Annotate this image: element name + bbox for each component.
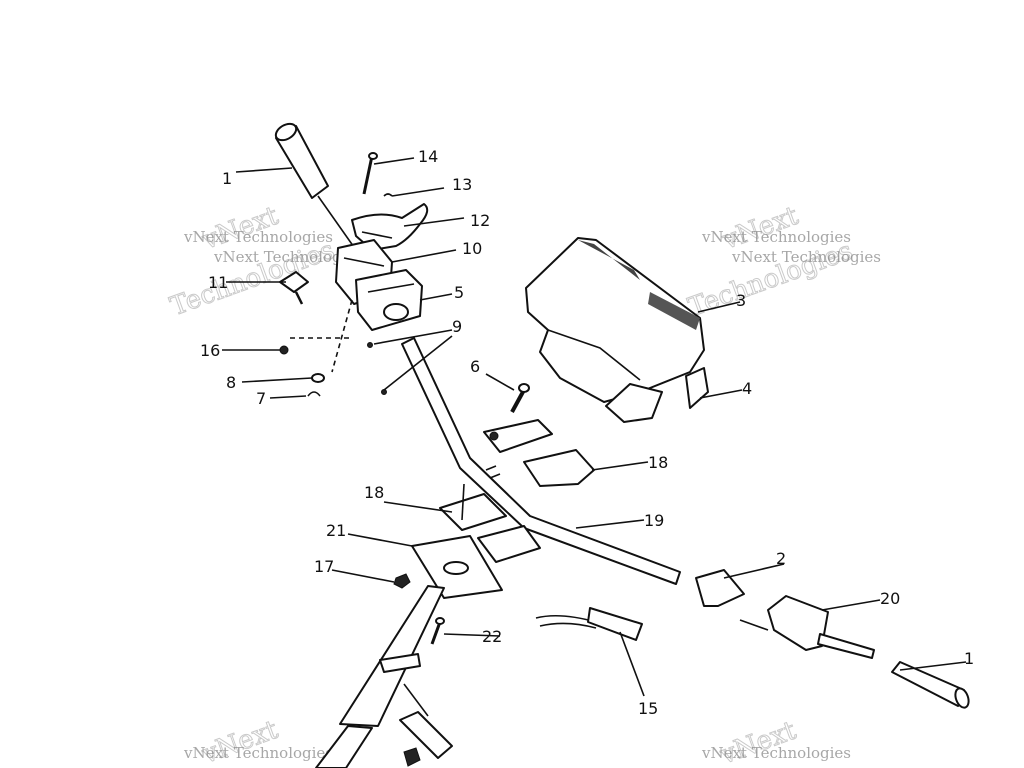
watermark-top-right: vNext vNext Technologies Technologies vN…	[684, 200, 881, 323]
clamp-block-5	[355, 269, 423, 331]
callout-14: 14	[418, 147, 438, 166]
svg-text:vNext Technologies: vNext Technologies	[183, 228, 333, 246]
svg-text:vNext Technologies: vNext Technologies	[701, 744, 851, 762]
headlight-lens-4	[605, 367, 709, 423]
watermark-bottom-right: vNext vNext Technologies	[701, 715, 851, 768]
callout-5: 5	[454, 283, 464, 302]
bolt-14	[362, 152, 378, 195]
lower-nut	[403, 747, 421, 767]
callout-15: 15	[638, 699, 658, 718]
callout-22: 22	[482, 627, 502, 646]
bracket-2	[695, 569, 745, 607]
callout-20: 20	[880, 589, 900, 608]
callout-4: 4	[742, 379, 752, 398]
mounting-plate-21	[411, 535, 503, 599]
svg-text:vNext Technologies: vNext Technologies	[731, 248, 881, 266]
callout-19: 19	[644, 511, 664, 530]
callout-11: 11	[208, 273, 228, 292]
callout-21: 21	[326, 521, 346, 540]
throttle-housing-20	[739, 595, 875, 659]
svg-text:vNext Technologies: vNext Technologies	[701, 228, 851, 246]
callout-2: 2	[776, 549, 786, 568]
steering-stem	[315, 585, 445, 768]
callout-6: 6	[470, 357, 480, 376]
cable-grip-15	[535, 607, 643, 641]
callout-labels: 1 14 13 12 10 11 5 9 16 8 7 3 4 6 18 18 …	[200, 147, 974, 718]
callout-7: 7	[256, 389, 266, 408]
callout-18-lower: 18	[364, 483, 384, 502]
clip-7	[307, 391, 321, 397]
callout-9: 9	[452, 317, 462, 336]
callout-10: 10	[462, 239, 482, 258]
nut-16	[279, 345, 289, 355]
headlight-cowl-3	[525, 237, 705, 403]
callout-16: 16	[200, 341, 220, 360]
bolt-6	[510, 383, 530, 413]
leader-lines	[222, 157, 967, 697]
lower-clamp-18	[439, 483, 541, 563]
callout-18-upper: 18	[648, 453, 668, 472]
right-grip	[891, 661, 970, 709]
bolt-22	[430, 617, 445, 645]
svg-text:vNext Technologies: vNext Technologies	[183, 744, 333, 762]
upper-clamp-18	[483, 419, 595, 487]
lever-bracket-12	[351, 203, 429, 251]
callout-17: 17	[314, 557, 334, 576]
lower-tube	[399, 711, 453, 759]
callout-1-right: 1	[964, 649, 974, 668]
callout-8: 8	[226, 373, 236, 392]
svg-text:vNext Technologies: vNext Technologies	[213, 248, 363, 266]
washer-8	[311, 373, 325, 383]
handlebar-tube-19	[401, 337, 681, 585]
callout-12: 12	[470, 211, 490, 230]
watermark-bottom-left: vNext vNext Technologies	[183, 714, 333, 768]
left-grip	[274, 122, 329, 199]
clip-13	[383, 193, 393, 197]
knob-11	[279, 271, 309, 305]
callout-1-left: 1	[222, 169, 232, 188]
callout-3: 3	[736, 291, 746, 310]
nut-17	[393, 573, 411, 589]
callout-13: 13	[452, 175, 472, 194]
